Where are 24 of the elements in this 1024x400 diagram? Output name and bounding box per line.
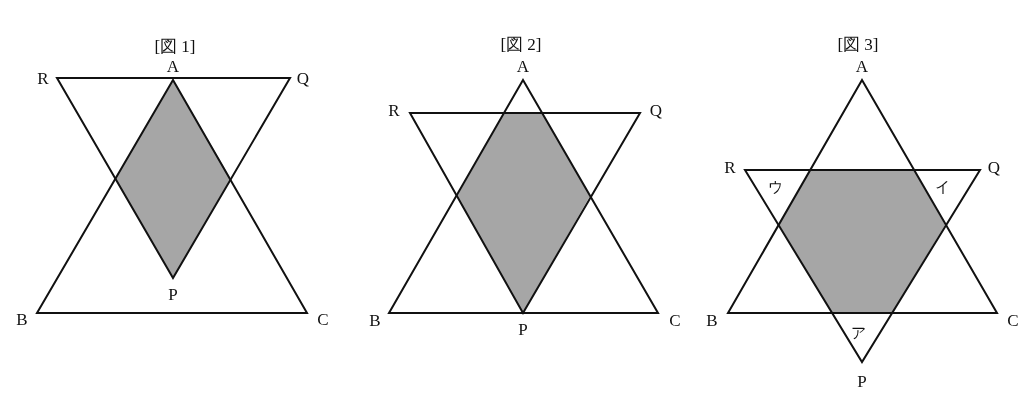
point-label: Q — [987, 158, 1001, 176]
point-label: B — [16, 310, 28, 328]
point-label: R — [388, 101, 400, 119]
point-label: A — [166, 57, 180, 75]
point-label: P — [857, 372, 867, 390]
point-label: C — [317, 310, 329, 328]
point-label: A — [516, 57, 530, 75]
figure-heading: [図 1] — [154, 37, 196, 55]
point-label: Q — [649, 101, 663, 119]
point-label: A — [855, 57, 869, 75]
point-label: Q — [296, 69, 310, 87]
point-label: R — [724, 158, 736, 176]
point-label: R — [37, 69, 49, 87]
region-label: ア — [850, 325, 866, 341]
point-label: B — [706, 311, 718, 329]
region-label: ウ — [767, 179, 783, 195]
figure-heading: [図 2] — [500, 35, 542, 53]
point-label: P — [518, 320, 528, 338]
point-label: P — [168, 285, 178, 303]
point-label: C — [669, 311, 681, 329]
figure-heading: [図 3] — [837, 35, 879, 53]
point-label: C — [1007, 311, 1019, 329]
region-label: イ — [934, 179, 950, 195]
point-label: B — [369, 311, 381, 329]
